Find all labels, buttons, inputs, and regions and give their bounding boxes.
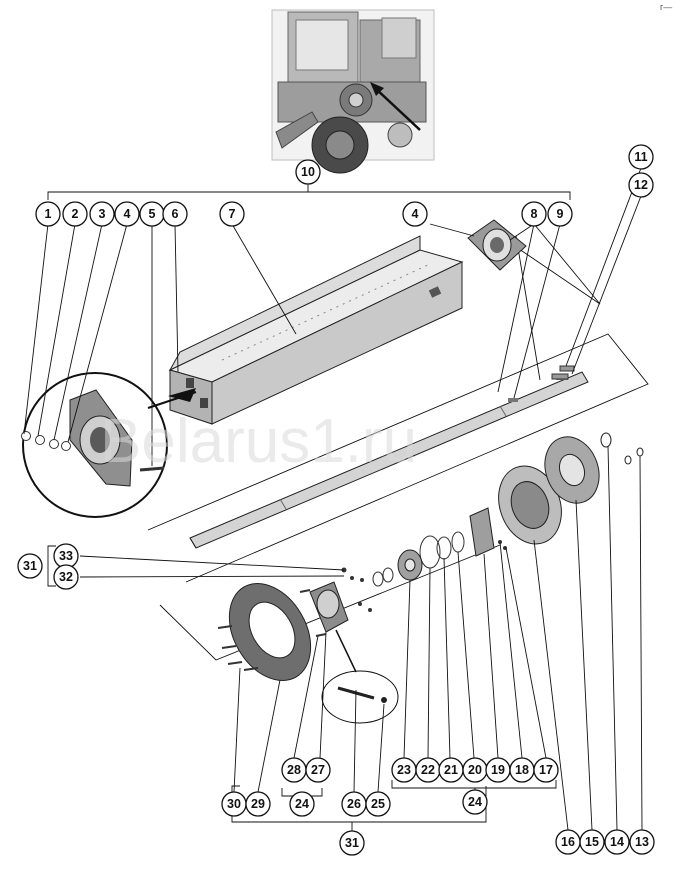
callout-21: 21 <box>438 757 464 783</box>
callout-24-right: 24 <box>462 789 488 815</box>
svg-text:22: 22 <box>421 763 435 777</box>
callout-16: 16 <box>555 829 581 855</box>
callout-33: 33 <box>53 543 79 569</box>
svg-text:1: 1 <box>45 207 52 221</box>
bearing-housing-top <box>467 219 527 271</box>
callout-4-left: 4 <box>114 201 140 227</box>
callout-31-bottom: 31 <box>339 830 365 856</box>
svg-text:10: 10 <box>301 165 315 179</box>
watermark: Belarus1.ru <box>100 407 417 476</box>
svg-text:15: 15 <box>585 835 599 849</box>
svg-text:20: 20 <box>468 763 482 777</box>
flange-assembly <box>217 567 372 681</box>
svg-text:23: 23 <box>397 763 411 777</box>
frame-outline <box>147 235 649 661</box>
callout-13: 13 <box>629 829 655 855</box>
housing-beam <box>168 235 464 425</box>
callout-2: 2 <box>62 201 88 227</box>
callout-18: 18 <box>509 757 535 783</box>
callout-15: 15 <box>579 829 605 855</box>
callout-26: 26 <box>341 791 367 817</box>
bearing-stack <box>372 507 507 587</box>
svg-text:4: 4 <box>124 207 131 221</box>
svg-text:19: 19 <box>491 763 505 777</box>
callout-7: 7 <box>219 201 245 227</box>
callout-32: 32 <box>53 564 79 590</box>
pin-detail <box>321 629 399 724</box>
svg-text:33: 33 <box>59 549 73 563</box>
callout-22: 22 <box>415 757 441 783</box>
callout-8: 8 <box>521 201 547 227</box>
callout-6: 6 <box>162 201 188 227</box>
corner-mark: г— <box>660 2 672 12</box>
callout-4-right: 4 <box>402 201 428 227</box>
callout-11: 11 <box>628 144 654 170</box>
svg-text:14: 14 <box>610 835 624 849</box>
callout-5: 5 <box>139 201 165 227</box>
svg-text:4: 4 <box>412 207 419 221</box>
svg-text:28: 28 <box>287 763 301 777</box>
svg-text:31: 31 <box>345 836 359 850</box>
svg-text:11: 11 <box>634 150 647 164</box>
detail-circle <box>21 372 197 518</box>
callout-20: 20 <box>462 757 488 783</box>
callout-10: 10 <box>295 159 321 185</box>
callout-30: 30 <box>221 791 247 817</box>
svg-text:26: 26 <box>347 797 361 811</box>
callout-12: 12 <box>628 172 654 198</box>
callout-31-top: 31 <box>17 553 43 579</box>
svg-text:31: 31 <box>23 559 37 573</box>
svg-text:9: 9 <box>557 207 564 221</box>
svg-text:3: 3 <box>99 207 106 221</box>
svg-text:25: 25 <box>371 797 385 811</box>
callout-27: 27 <box>305 757 331 783</box>
svg-text:24: 24 <box>295 797 309 811</box>
svg-text:12: 12 <box>634 178 648 192</box>
svg-text:27: 27 <box>311 763 325 777</box>
svg-text:29: 29 <box>251 797 265 811</box>
callout-14: 14 <box>604 829 630 855</box>
svg-text:7: 7 <box>229 207 236 221</box>
svg-text:6: 6 <box>172 207 179 221</box>
svg-text:5: 5 <box>149 207 156 221</box>
svg-text:8: 8 <box>531 207 538 221</box>
callout-19: 19 <box>485 757 511 783</box>
callout-1: 1 <box>35 201 61 227</box>
callout-23: 23 <box>391 757 417 783</box>
callout-28: 28 <box>281 757 307 783</box>
callout-9: 9 <box>547 201 573 227</box>
combine-thumbnail <box>271 9 435 174</box>
svg-text:21: 21 <box>444 763 458 777</box>
svg-text:30: 30 <box>227 797 241 811</box>
svg-text:16: 16 <box>561 835 575 849</box>
svg-text:18: 18 <box>515 763 529 777</box>
pulleys <box>498 432 644 545</box>
svg-text:32: 32 <box>59 570 73 584</box>
callout-17: 17 <box>533 757 559 783</box>
svg-text:24: 24 <box>468 795 482 809</box>
svg-text:13: 13 <box>635 835 649 849</box>
callout-25: 25 <box>365 791 391 817</box>
callout-29: 29 <box>245 791 271 817</box>
svg-text:2: 2 <box>72 207 79 221</box>
callout-3: 3 <box>89 201 115 227</box>
callout-24-left: 24 <box>289 791 315 817</box>
leader-lines <box>23 167 643 831</box>
svg-text:17: 17 <box>539 763 553 777</box>
